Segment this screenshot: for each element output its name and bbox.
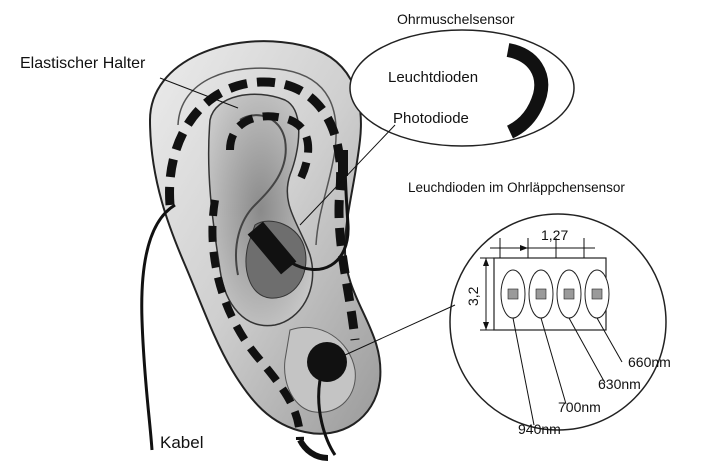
led-chip-3 [564,289,574,299]
wl-label-940: 940nm [518,421,561,437]
cable-lobe [300,440,328,458]
height-label: 3,2 [465,286,481,306]
wl-label-700: 700nm [558,399,601,415]
leds-label: Leuchtdioden [388,69,478,86]
concha-sensor-clip [338,150,348,176]
led-chip-1 [508,289,518,299]
wl-label-630: 630nm [598,376,641,392]
cable-label: Kabel [160,433,203,452]
pitch-label: 1,27 [541,227,568,243]
wl-label-660: 660nm [628,354,671,370]
concha-sensor-title: Ohrmuschelsensor [397,11,515,27]
led-chip-2 [536,289,546,299]
earlobe-sensor-title: Leuchdioden im Ohrläppchensensor [408,180,625,195]
holder-label: Elastischer Halter [20,55,146,72]
cable [142,205,175,450]
earlobe-sensor [307,342,347,382]
photodiode-label: Photodiode [393,110,469,127]
led-array [494,258,609,330]
led-chip-4 [592,289,602,299]
